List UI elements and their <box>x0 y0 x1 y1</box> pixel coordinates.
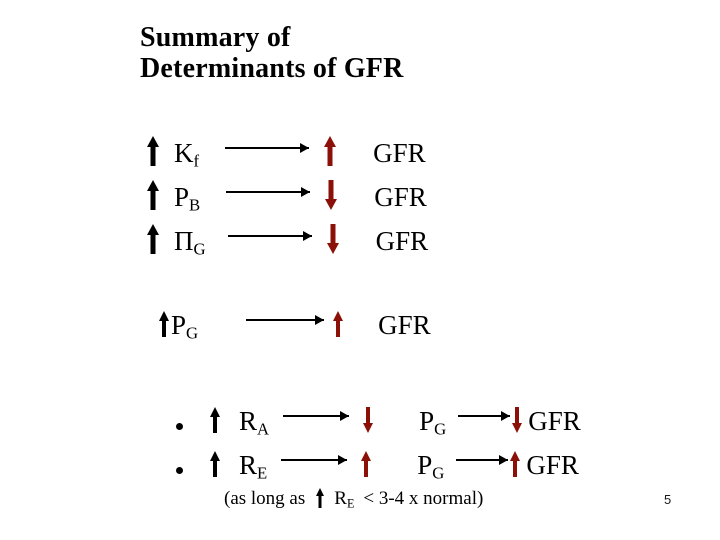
arrow-right-icon <box>281 454 348 466</box>
bullet-row-re: RE PG GFR <box>176 448 579 483</box>
label-gfr: GFR <box>378 310 431 340</box>
equation-row-kf: Kf GFR <box>146 132 426 171</box>
label-gfr: GFR <box>526 450 579 480</box>
arrow-up-icon <box>332 311 344 337</box>
label-gfr: GFR <box>373 138 426 168</box>
arrow-up-icon <box>360 451 372 477</box>
footnote-suffix: < 3-4 x normal) <box>363 487 484 509</box>
arrow-right-icon <box>226 186 311 198</box>
variable-pg: PG <box>417 450 445 483</box>
arrow-down-icon <box>324 180 338 210</box>
arrow-up-icon <box>323 136 337 166</box>
variable-pg: PG <box>419 406 447 439</box>
label-gfr: GFR <box>528 406 581 436</box>
arrow-right-icon <box>227 230 312 242</box>
slide-title: Summary of Determinants of GFR <box>140 22 404 85</box>
arrow-up-icon <box>209 451 221 477</box>
arrow-right-icon <box>456 454 509 466</box>
bullet-point-icon <box>176 423 183 430</box>
variable-pg: PG <box>171 310 199 343</box>
variable-pig: ΠG <box>174 226 206 259</box>
variable-pb: PB <box>174 182 201 215</box>
arrow-down-icon <box>511 407 523 433</box>
bullet-point-icon <box>176 467 183 474</box>
label-gfr: GFR <box>375 226 429 256</box>
arrow-right-icon <box>458 410 511 422</box>
equation-row-pb: PB GFR <box>146 176 427 215</box>
bullet-row-ra: RA PG GFR <box>176 404 581 439</box>
variable-re: RE <box>239 450 268 483</box>
arrow-up-icon <box>158 311 170 337</box>
equation-row-pg: PG GFR <box>158 308 431 343</box>
label-gfr: GFR <box>374 182 427 212</box>
variable-ra: RA <box>239 406 270 439</box>
page-number: 5 <box>664 492 672 507</box>
arrow-up-icon <box>315 488 325 508</box>
arrow-right-icon <box>246 314 325 326</box>
arrow-right-icon <box>283 410 350 422</box>
arrow-up-icon <box>146 136 160 166</box>
arrow-down-icon <box>326 224 340 254</box>
footnote-prefix: (as long as <box>224 487 306 509</box>
equation-row-pig: ΠG GFR <box>146 220 429 259</box>
arrow-right-icon <box>225 142 310 154</box>
arrow-up-icon <box>209 407 221 433</box>
arrow-up-icon <box>146 180 160 210</box>
variable-kf: Kf <box>174 138 200 171</box>
arrow-up-icon <box>509 451 521 477</box>
footnote: (as long as RE < 3-4 x normal) <box>224 487 484 510</box>
arrow-down-icon <box>362 407 374 433</box>
arrow-up-icon <box>146 224 160 254</box>
footnote-symbol: RE <box>334 487 355 510</box>
